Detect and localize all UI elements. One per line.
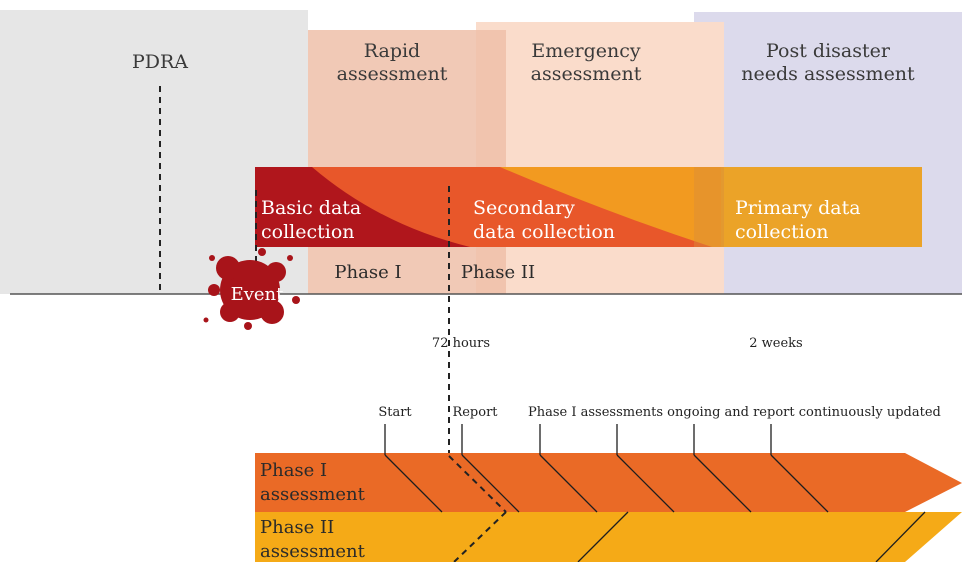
phase1-arrow-label-1: Phase I	[260, 460, 327, 481]
phase2-arrow	[255, 512, 962, 562]
phase2-label: Phase II	[461, 262, 535, 283]
rapid-panel	[308, 30, 506, 294]
phase2-dashed-return	[453, 511, 507, 562]
phase1-label: Phase I	[334, 262, 401, 283]
event-label: Event	[231, 284, 285, 305]
emergency-label-1: Emergency	[531, 40, 640, 62]
primary-data-label-1: Primary data	[735, 197, 861, 219]
emergency-panel	[476, 22, 724, 294]
phase-markers	[384, 424, 926, 562]
post-label-2: needs assessment	[741, 63, 915, 85]
secondary-data-label-1: Secondary	[473, 197, 575, 219]
secondary-data-label-2: data collection	[473, 221, 615, 243]
data-collection-band	[255, 167, 922, 247]
hours-label: 72 hours	[432, 336, 490, 351]
report-label: Report	[452, 405, 498, 420]
basic-data-label-1: Basic data	[261, 197, 361, 219]
primary-data-label-2: collection	[735, 221, 829, 243]
phase2-dashed-diagonal	[448, 455, 507, 513]
phase1-arrow	[255, 453, 962, 512]
emergency-label-2: assessment	[531, 63, 642, 85]
weeks-label: 2 weeks	[749, 336, 802, 351]
basic-data-label-2: collection	[261, 221, 355, 243]
event-splash	[203, 248, 300, 330]
pdra-label: PDRA	[132, 51, 188, 73]
rapid-label-2: assessment	[337, 63, 448, 85]
rapid-label-1: Rapid	[364, 40, 420, 62]
post-label-1: Post disaster	[766, 40, 891, 62]
phase2-arrow-label-1: Phase II	[260, 517, 334, 538]
ongoing-label: Phase I assessments ongoing and report c…	[528, 405, 941, 420]
phase1-arrow-label-2: assessment	[260, 484, 366, 505]
start-label: Start	[378, 405, 412, 420]
phase2-arrow-label-2: assessment	[260, 541, 366, 562]
